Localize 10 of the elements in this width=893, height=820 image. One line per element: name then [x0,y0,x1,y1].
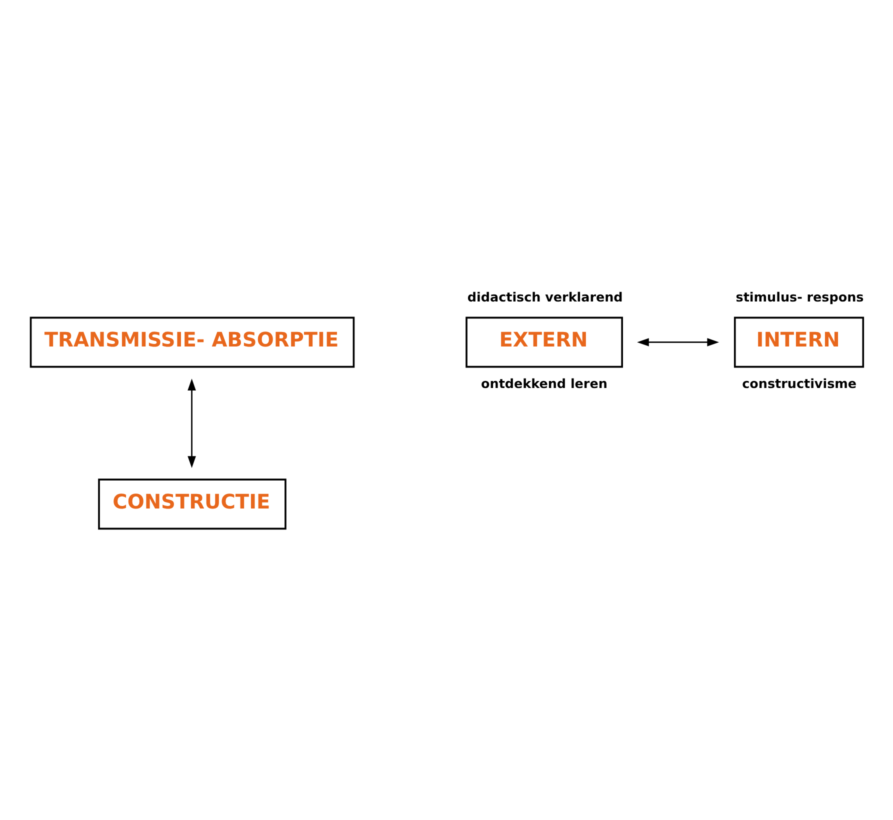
node-label: ontdekkend leren [481,376,608,392]
node-label: didactisch verklarend [467,290,623,306]
arrow [637,338,720,346]
node-label: stimulus- respons [736,290,864,306]
node-box: INTERN [734,316,864,368]
arrow [188,378,196,468]
node-label: constructivisme [742,376,857,392]
node-box: TRANSMISSIE- ABSORPTIE [30,316,355,368]
node-box: CONSTRUCTIE [98,478,286,530]
node-box: EXTERN [466,316,623,368]
